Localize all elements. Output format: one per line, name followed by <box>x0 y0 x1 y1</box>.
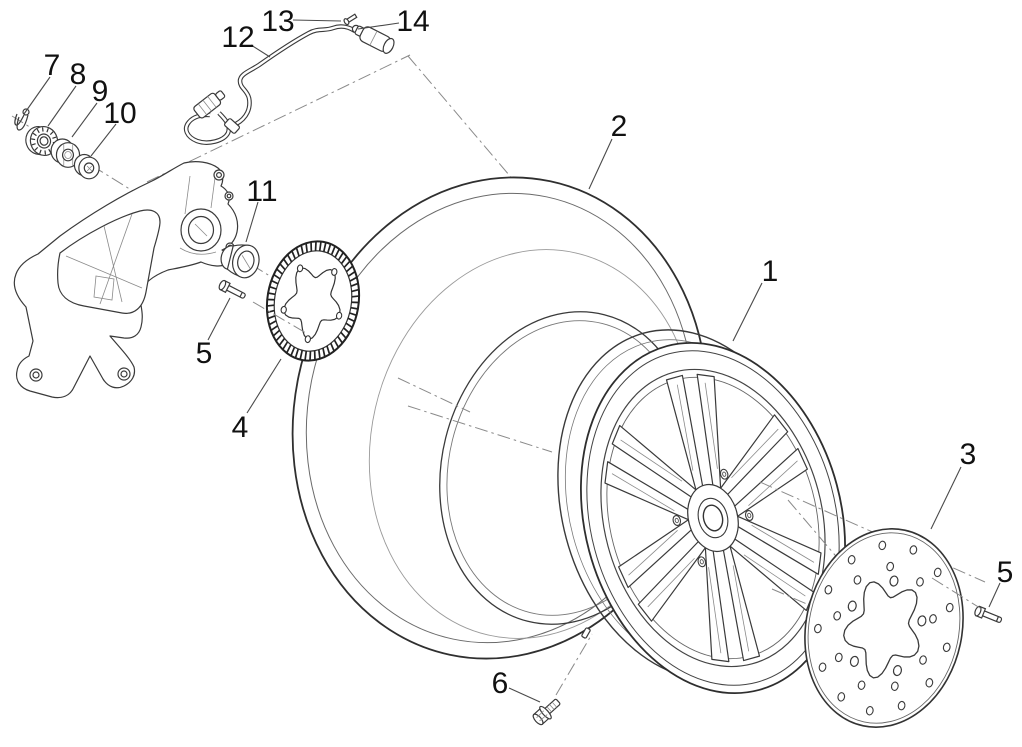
hub-cover <box>220 244 260 279</box>
castellated-ring-nut <box>25 122 61 161</box>
cotter-pin <box>14 108 30 131</box>
swingarm <box>13 161 239 399</box>
callout-8: 8 <box>70 58 87 91</box>
centerline-screw-left <box>252 301 307 334</box>
callout-7: 7 <box>44 49 61 82</box>
abs-tone-ring <box>258 234 369 368</box>
screw-left <box>218 279 246 299</box>
leader-11 <box>245 201 259 243</box>
centerline-sensor-axis <box>407 55 516 183</box>
callouts: 1 2 3 4 5 5 6 7 8 9 10 11 12 13 14 <box>44 5 1014 700</box>
leader-5-right <box>988 582 1001 608</box>
leader-9 <box>71 102 98 138</box>
callout-2: 2 <box>611 110 628 143</box>
leader-1 <box>732 282 763 342</box>
wheel-rim <box>520 300 883 723</box>
leader-3 <box>930 466 962 530</box>
callout-5-left: 5 <box>196 337 213 370</box>
leader-8 <box>47 85 77 127</box>
wheel-spokes <box>575 350 851 685</box>
leader-6 <box>508 687 541 703</box>
callout-14: 14 <box>396 5 429 38</box>
leader-5-left <box>207 297 231 341</box>
callout-4: 4 <box>232 411 249 444</box>
callout-12: 12 <box>221 21 254 54</box>
callout-3: 3 <box>960 438 977 471</box>
callout-5-right: 5 <box>997 556 1014 589</box>
axle-nut <box>51 139 79 167</box>
centerline-detail-boundary <box>146 54 411 183</box>
cable-screw <box>343 13 358 26</box>
leader-10 <box>90 123 117 157</box>
washer <box>74 155 99 179</box>
centerline-screw-right <box>931 577 981 609</box>
leader-12 <box>250 44 271 58</box>
leader-14 <box>357 22 400 30</box>
cable-sleeve <box>224 118 240 134</box>
callout-1: 1 <box>762 255 779 288</box>
centerline-fragment-2 <box>407 405 553 453</box>
abs-sensor-cable <box>183 13 395 145</box>
callout-9: 9 <box>92 75 109 108</box>
callout-6: 6 <box>492 667 509 700</box>
wheel-speed-sensor <box>354 25 395 54</box>
centerline-bolt <box>555 633 593 696</box>
brake-disc <box>787 514 981 742</box>
callout-11: 11 <box>246 175 277 208</box>
leader-2 <box>588 138 613 190</box>
callout-13: 13 <box>261 5 294 38</box>
callout-10: 10 <box>103 97 136 130</box>
cable-connector <box>193 90 226 119</box>
leader-13 <box>292 19 342 22</box>
centerline-fragment-1 <box>397 377 471 413</box>
wheel-bolt <box>532 698 561 726</box>
valve-stem <box>581 627 591 639</box>
leader-lines <box>23 19 1001 703</box>
screw-right <box>974 605 1003 623</box>
leader-7 <box>23 76 51 115</box>
leader-4 <box>246 358 282 414</box>
